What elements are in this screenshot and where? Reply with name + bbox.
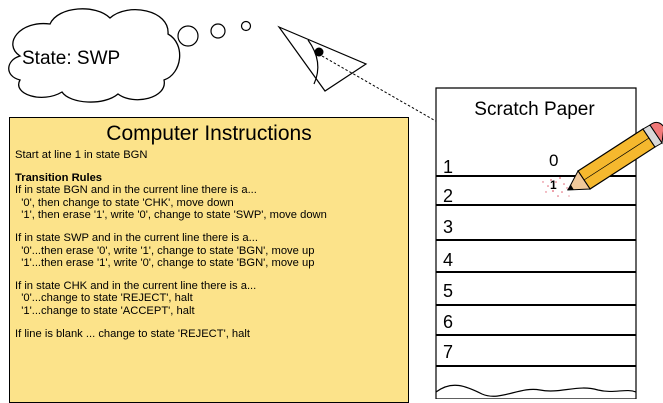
pencil-eraser (649, 121, 663, 145)
rule-line: If in state SWP and in the current line … (15, 231, 258, 244)
rule-line: If line is blank ... change to state 'RE… (15, 327, 250, 340)
line-number: 6 (443, 312, 454, 332)
line-number: 1 (443, 157, 454, 177)
thought-state-text: State: SWP (22, 48, 121, 69)
eye-icon (277, 25, 368, 92)
instructions-start: Start at line 1 in state BGN (15, 149, 148, 161)
line-number: 5 (443, 281, 454, 301)
rule-line: If in state CHK and in the current line … (15, 279, 257, 292)
paper-torn-edge (435, 384, 637, 397)
rule-line: '1'...then erase '1', write '0', change … (15, 257, 315, 270)
transition-rules-heading: Transition Rules (15, 171, 103, 184)
rule-line: '0'...change to state 'REJECT', halt (15, 292, 193, 305)
line-number: 3 (443, 217, 454, 237)
line-number: 7 (443, 342, 454, 362)
erase-smudge (542, 177, 570, 197)
line-number: 2 (443, 186, 454, 206)
line-number: 4 (443, 250, 454, 270)
thought-bubble-small (240, 20, 252, 32)
cell-line-2-erased-value: 1 (550, 178, 557, 192)
rule-line: '1', then erase '1', write '0', change t… (15, 209, 327, 222)
scratch-paper-sheet (435, 87, 637, 399)
pencil-icon (567, 121, 663, 191)
thought-cloud-shape (8, 8, 181, 103)
eye-pupil (314, 47, 324, 57)
instructions-title: Computer Instructions (106, 122, 312, 145)
rule-line: '0', then change to state 'CHK', move do… (15, 196, 234, 209)
scratch-paper-title: Scratch Paper (474, 99, 595, 120)
scratch-paper (435, 87, 637, 399)
computer-instructions-panel: Computer Instructions Start at line 1 in… (9, 117, 409, 403)
rule-line: If in state BGN and in the current line … (15, 184, 257, 197)
pencil-lead (567, 185, 574, 190)
rule-line: '1'...change to state 'ACCEPT', halt (15, 304, 195, 317)
rule-line: '0'...then erase '0', write '1', change … (15, 244, 315, 257)
thought-bubble-medium (210, 23, 226, 39)
cell-line-1-value: 0 (549, 151, 559, 170)
thought-bubble-large (177, 25, 199, 47)
thought-cloud (8, 8, 252, 103)
